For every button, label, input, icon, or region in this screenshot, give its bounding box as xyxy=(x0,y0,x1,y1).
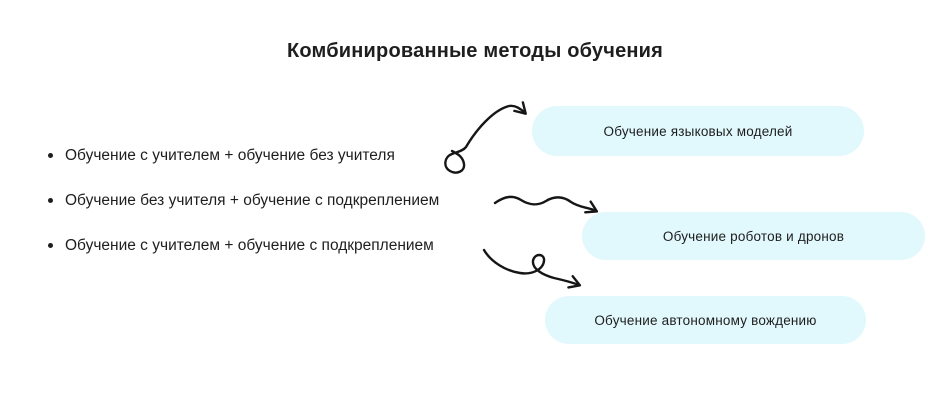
node-robots-drones: Обучение роботов и дронов xyxy=(582,212,925,260)
bullet-label: Обучение с учителем + обучение с подкреп… xyxy=(65,237,434,254)
arrow-to-robots-drones-icon xyxy=(493,195,599,214)
bullet-dot xyxy=(48,198,53,203)
bullet-item-supervised-reinforcement: Обучение с учителем + обучение с подкреп… xyxy=(48,235,439,256)
arrow-to-language-models-icon xyxy=(444,101,527,174)
node-label: Обучение автономному вождению xyxy=(594,312,817,328)
bullet-dot xyxy=(48,153,53,158)
bullet-label: Обучение без учителя + обучение с подкре… xyxy=(65,192,440,209)
bullet-list: Обучение с учителем + обучение без учите… xyxy=(48,145,439,280)
arrow-to-autonomous-driving-icon xyxy=(482,248,582,289)
node-label: Обучение языковых моделей xyxy=(603,123,793,139)
bullet-dot xyxy=(48,243,53,248)
diagram-title: Комбинированные методы обучения xyxy=(286,40,664,62)
node-label: Обучение роботов и дронов xyxy=(662,228,845,244)
bullet-label: Обучение с учителем + обучение без учите… xyxy=(65,147,395,164)
node-autonomous-driving: Обучение автономному вождению xyxy=(545,296,866,344)
bullet-item-supervised-unsupervised: Обучение с учителем + обучение без учите… xyxy=(48,145,439,166)
bullet-item-unsupervised-reinforcement: Обучение без учителя + обучение с подкре… xyxy=(48,190,439,211)
node-language-models: Обучение языковых моделей xyxy=(532,106,864,156)
